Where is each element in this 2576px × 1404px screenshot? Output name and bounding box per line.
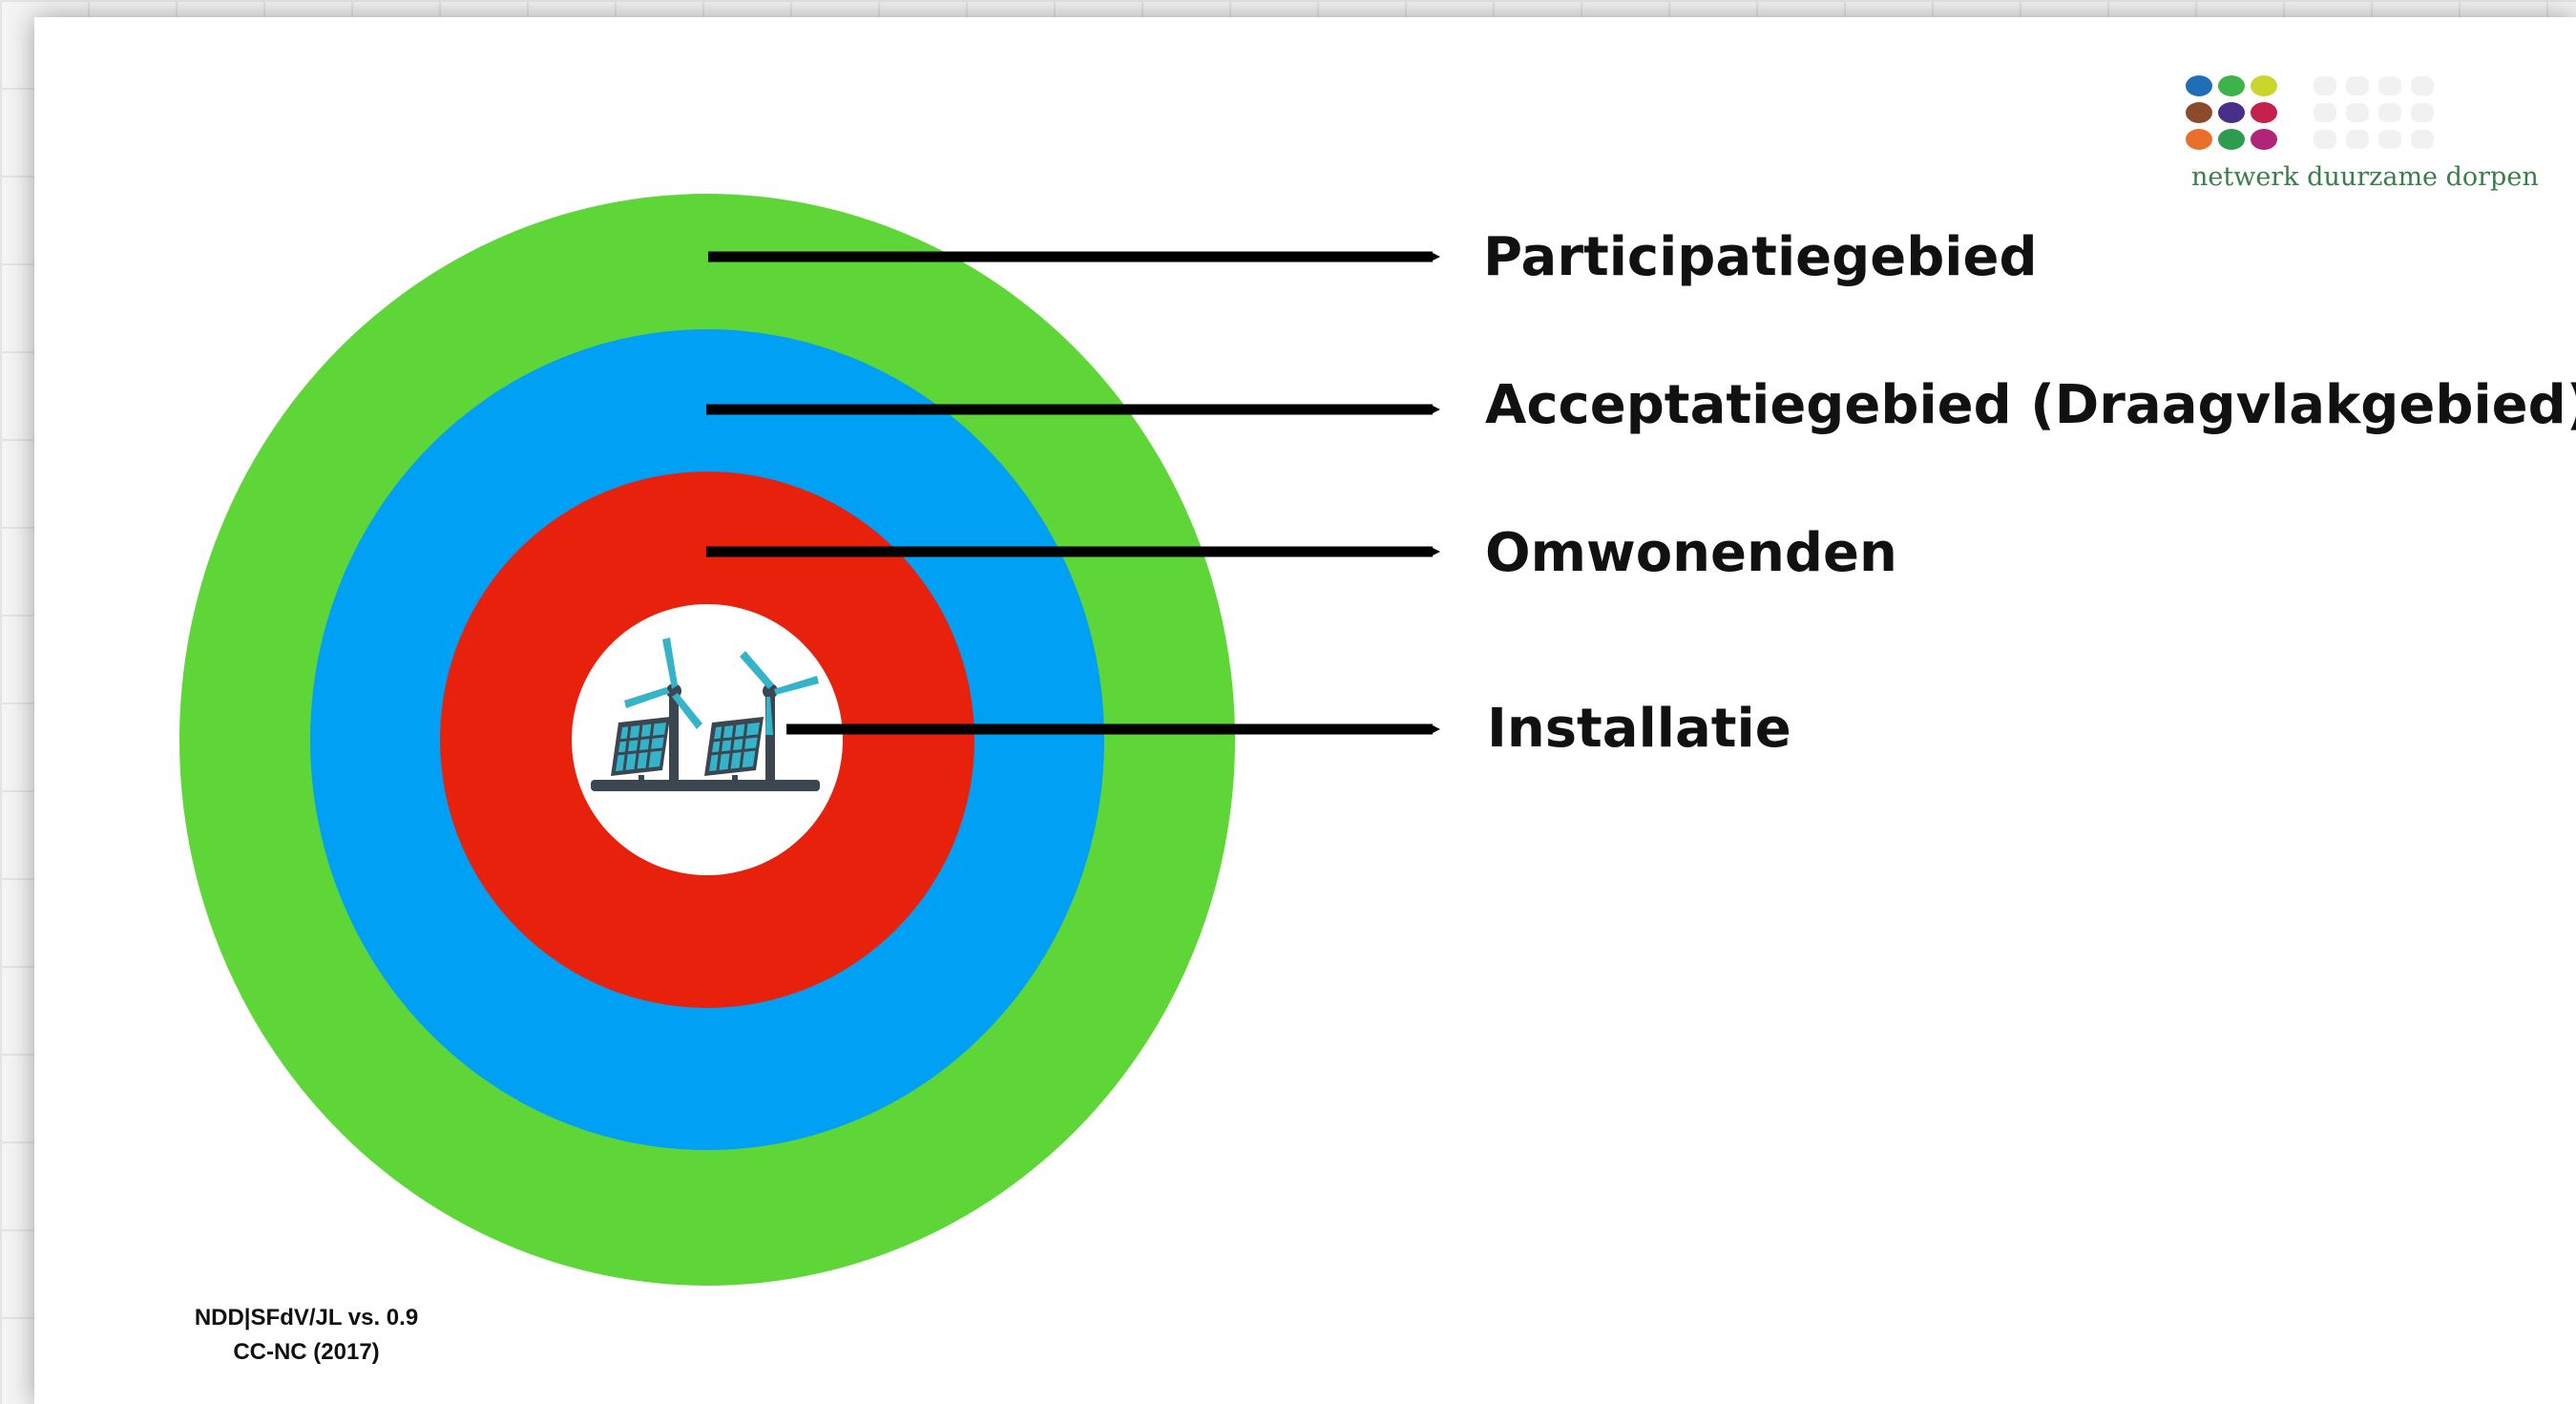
logo-text: netwerk duurzame dorpen [2191, 162, 2539, 192]
version-text: NDD|SFdV/JL vs. 0.9 [194, 1305, 419, 1331]
logo-dot [2186, 75, 2212, 96]
logo-dot [2251, 102, 2277, 123]
logo-dot [2251, 129, 2277, 150]
logo-dot [2218, 75, 2245, 96]
logo-dot [2218, 129, 2245, 150]
wind-turbines-and-solar-panels-icon [591, 638, 820, 791]
slide: Participatiegebied Acceptatiegebied (Dra… [34, 17, 2576, 1404]
footer-credit: NDD|SFdV/JL vs. 0.9 CC-NC (2017) [168, 1301, 445, 1370]
label-acceptatiegebied: Acceptatiegebied (Draagvlakgebied) [1485, 374, 2576, 436]
concentric-zones-diagram [179, 194, 1440, 1286]
netwerk-duurzame-dorpen-logo [2186, 75, 2434, 150]
label-participatiegebied: Participatiegebied [1483, 226, 2038, 288]
logo-dot [2186, 102, 2212, 123]
installatie-zone [572, 604, 843, 875]
license-text: CC-NC (2017) [233, 1339, 380, 1365]
label-installatie: Installatie [1487, 698, 1791, 760]
logo-dot [2218, 102, 2245, 123]
logo-dot [2251, 75, 2277, 96]
label-omwonenden: Omwonenden [1485, 522, 1897, 584]
logo-dot [2186, 129, 2212, 150]
